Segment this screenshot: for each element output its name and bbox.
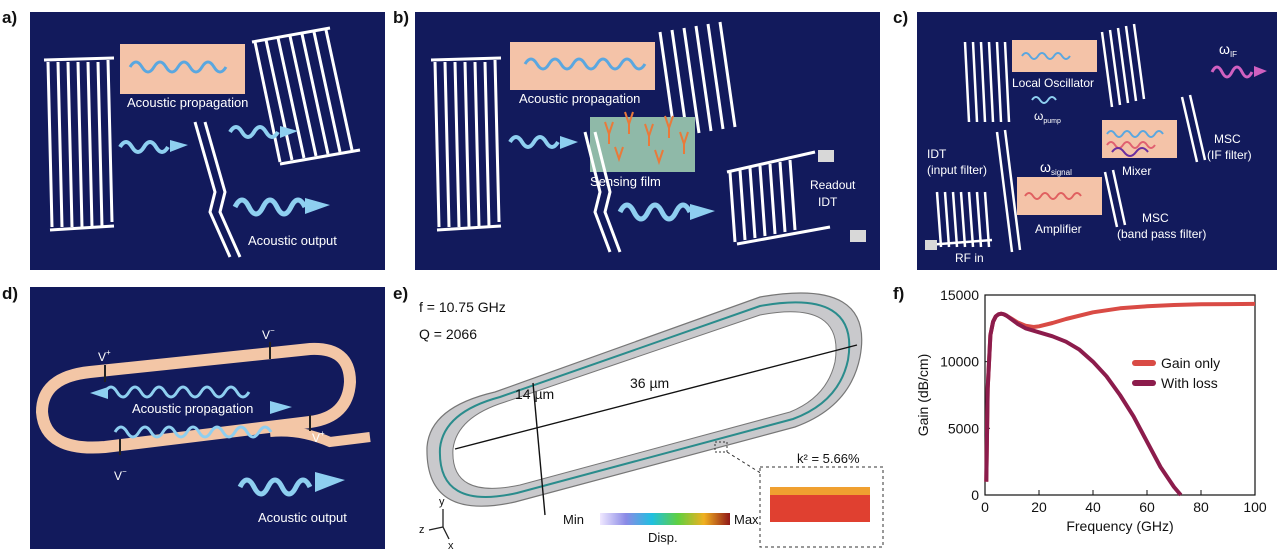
panel-label-b: b) [393,8,410,27]
legend-label: Gain only [1161,355,1220,371]
label-v-plus-1: V+ [98,348,111,364]
y-tick-label: 10000 [940,354,979,370]
label-omega-signal: ωsignal [1040,159,1072,177]
right-idt [658,21,737,138]
output-waveguide [269,426,371,448]
label-local-oscillator: Local Oscillator [1012,76,1094,90]
label-min: Min [563,512,584,527]
label-acoustic-output: Acoustic output [258,510,347,525]
y-tick-label: 15000 [940,287,979,303]
label-sensing-film: Sensing film [590,174,661,189]
axes-triad [428,509,450,540]
if-wave [1210,65,1254,79]
label-band-pass-filter: (band pass filter) [1117,227,1206,241]
label-msc-if: MSC [1214,132,1241,146]
label-input-filter: (input filter) [927,163,987,177]
label-mixer: Mixer [1122,164,1151,178]
axis-x-label: x [448,540,454,549]
displacement-colorbar [600,513,730,525]
label-rf-in: RF in [955,251,984,265]
label-idt: IDT [927,147,947,161]
label-omega-if: ωIF [1219,41,1237,59]
x-tick-label: 0 [981,499,989,515]
plot-frame [984,294,1256,496]
label-if-filter: (IF filter) [1207,148,1252,162]
label-idt: IDT [818,195,838,209]
outgoing-wave [228,125,280,139]
series-line-with-loss [984,311,1183,497]
panel-e-racetrack-resonator: f = 10.75 GHz Q = 2066 14 µm 36 µm k² = … [405,287,885,552]
amplifier-region [1017,177,1102,215]
label-length: 36 µm [630,375,669,391]
label-quality-factor: Q = 2066 [419,326,477,342]
mixer-region [1102,120,1177,158]
y-axis-label: Gain (dB/cm) [915,354,931,436]
sensing-film [590,117,695,172]
local-oscillator-idt-left [963,41,1011,123]
y-tick-label: 0 [971,487,979,503]
pump-wave [1031,96,1057,104]
output-wave [232,197,308,217]
label-omega-pump: ωpump [1034,109,1061,125]
legend-label: With loss [1161,375,1218,391]
panel-label-f: f) [893,284,905,303]
panel-label-a: a) [2,8,18,27]
x-tick-label: 40 [1085,499,1101,515]
label-frequency: f = 10.75 GHz [419,299,506,315]
x-tick-label: 100 [1243,499,1267,515]
input-filter-idt [926,191,993,248]
panel-label-d: d) [2,284,19,303]
rf-pad [925,240,937,250]
x-tick-label: 60 [1139,499,1155,515]
reflector [583,131,622,253]
readout-idt [726,150,831,246]
label-v-minus-2: V− [114,467,127,483]
x-tick-label: 20 [1031,499,1047,515]
label-acoustic-propagation: Acoustic propagation [132,401,253,416]
center-reflector [193,121,242,258]
label-max: Max [734,512,759,527]
readout-pad-top [818,150,834,162]
resonator-mode-line [438,301,851,498]
propagation-wave [523,57,647,71]
axis-z-label: z [419,524,425,536]
label-width: 14 µm [515,386,554,402]
y-tick-label: 5000 [948,420,979,436]
panel-a-acoustic-delay-line: Acoustic propagation Acoustic output [30,12,385,270]
panel-c-rf-frontend: Local Oscillator ωpump ωIF ωsignal IDT (… [917,12,1277,270]
axis-y-label: y [439,496,445,508]
label-acoustic-propagation: Acoustic propagation [127,95,248,110]
x-tick-label: 80 [1193,499,1209,515]
label-disp: Disp. [648,530,678,545]
x-axis-label: Frequency (GHz) [1066,518,1173,534]
label-v-minus-1: V− [262,326,275,342]
propagation-wave [128,60,228,74]
incoming-wave [118,140,170,154]
panel-b-sensor: Acoustic propagation Sensing film Readou… [415,12,880,270]
label-acoustic-propagation: Acoustic propagation [519,91,640,106]
label-msc-bp: MSC [1142,211,1169,225]
propagation-region [510,42,655,90]
left-idt [43,56,115,232]
left-idt [430,56,502,232]
readout-pad-bottom [850,230,866,242]
panel-d-racetrack-amplifier: V+ V− V+ V− Acoustic propagation Acousti… [30,287,385,549]
panel-label-e: e) [393,284,409,303]
right-idt [251,26,361,166]
panel-label-c: c) [893,8,909,27]
if-filter [1180,94,1207,163]
label-k2: k² = 5.66% [797,451,860,466]
band-pass-msc [995,129,1127,253]
label-acoustic-output: Acoustic output [248,233,337,248]
label-readout: Readout [810,178,856,192]
local-oscillator-idt-right [1100,23,1146,108]
antibodies [604,111,689,166]
label-v-plus-2: V+ [312,429,325,445]
label-amplifier: Amplifier [1035,222,1082,236]
